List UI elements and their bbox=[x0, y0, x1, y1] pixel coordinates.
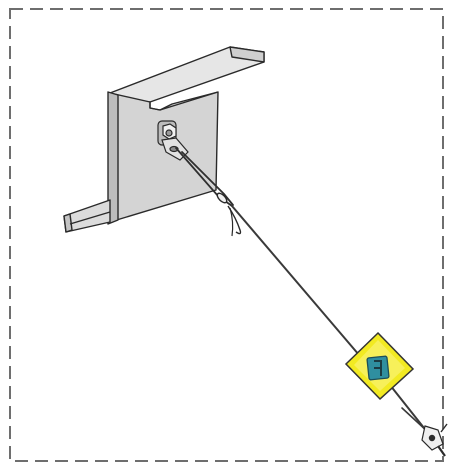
cable-loop-tail bbox=[227, 205, 242, 235]
wire-tail bbox=[401, 407, 429, 433]
c-channel-bracket bbox=[63, 46, 265, 233]
bracket-bottom-edge bbox=[69, 211, 111, 225]
cable-loop-ferrule bbox=[216, 192, 228, 204]
bracket-top-lip bbox=[229, 46, 265, 63]
end-fitting bbox=[421, 423, 448, 457]
wire-main-lower bbox=[385, 379, 429, 434]
gripper-insert-mark bbox=[374, 360, 382, 376]
bracket-web-shade bbox=[107, 91, 119, 225]
bracket-bottom-lip bbox=[63, 213, 73, 233]
cable-loop-tail-2 bbox=[229, 207, 234, 237]
wire-leg-right bbox=[181, 151, 234, 206]
bracket-fold-line bbox=[149, 91, 219, 111]
bracket-web bbox=[109, 91, 219, 223]
dashed-frame bbox=[9, 8, 444, 462]
wire-gripper bbox=[344, 331, 415, 401]
cable-loop bbox=[216, 192, 242, 237]
wire-main bbox=[231, 205, 372, 370]
fitting-rod bbox=[437, 445, 446, 457]
fitting-bolt bbox=[428, 434, 436, 442]
fitting-rod-2 bbox=[440, 423, 448, 433]
bolt-washer bbox=[165, 129, 173, 137]
